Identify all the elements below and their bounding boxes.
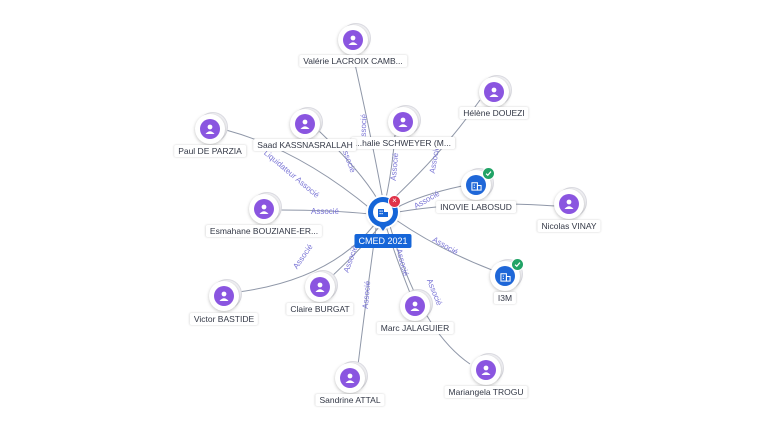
pin-pointer [378,224,388,231]
node-label[interactable]: I3M [493,292,517,304]
person-avatar[interactable] [249,194,279,224]
edge-valerie [352,54,384,201]
center-label[interactable]: CMED 2021 [354,234,412,248]
building-icon [378,209,388,217]
building-icon [495,266,515,286]
person-avatar[interactable] [479,77,509,107]
edge-marc [385,225,411,294]
node-label[interactable]: Valérie LACROIX CAMB... [299,55,407,67]
company-avatar[interactable] [490,258,524,291]
edge-saad [317,129,379,201]
person-icon [343,30,363,50]
person-icon [254,199,274,219]
node-label[interactable]: Paul DE PARZIA [174,145,246,157]
person-avatar[interactable] [338,25,368,55]
person-icon [310,277,330,297]
person-icon [393,112,413,132]
node-label[interactable]: Mariangela TROGU [444,386,528,398]
edge-esmahane [279,209,371,215]
edge-label-nathalie: Associé [389,152,400,181]
node-label[interactable]: Nicolas VINAY [537,220,601,232]
close-icon[interactable]: × [388,195,401,208]
edge-label-esmahane: Associé [311,207,340,216]
node-label[interactable]: Saad KASSNASRALLAH [253,139,357,151]
edge-label-valerie: Associé [359,113,369,142]
person-icon [484,82,504,102]
node-label[interactable]: Victor BASTIDE [189,313,259,325]
edge-label-marc: Associé [394,248,410,278]
person-avatar[interactable] [471,355,501,385]
edge-label-i3m: Associé [431,235,460,257]
person-avatar[interactable] [554,189,584,219]
edge-claire [329,225,381,279]
node-label[interactable]: Marc JALAGUIER [376,322,454,334]
person-icon [295,114,315,134]
node-label[interactable]: ...halie SCHWEYER (M... [351,137,455,149]
person-icon [214,286,234,306]
edge-label-victor: Associé [291,242,315,271]
node-label[interactable]: Esmahane BOUZIANE-ER... [205,225,323,237]
check-icon [482,167,495,180]
edge-paul [225,129,373,211]
edge-label-claire: Associé [342,244,360,274]
person-avatar[interactable] [305,272,335,302]
node-label[interactable]: Claire BURGAT [286,303,354,315]
edge-label-sandrine: Associé [361,280,372,309]
check-icon [511,258,524,271]
person-icon [200,119,220,139]
person-icon [559,194,579,214]
company-avatar[interactable] [461,167,495,200]
edge-i3m [395,219,493,271]
node-label[interactable]: Hélène DOUEZI [459,107,529,119]
person-avatar[interactable] [195,114,225,144]
edge-inovie [395,185,463,209]
person-avatar[interactable] [209,281,239,311]
person-avatar[interactable] [388,107,418,137]
person-avatar[interactable] [335,363,365,393]
person-icon [340,368,360,388]
person-icon [405,296,425,316]
person-avatar[interactable] [400,291,430,321]
person-avatar[interactable] [290,109,320,139]
node-label[interactable]: INOVIE LABOSUD [436,201,516,213]
node-label[interactable]: Sandrine ATTAL [315,394,385,406]
person-icon [476,360,496,380]
building-icon [466,175,486,195]
